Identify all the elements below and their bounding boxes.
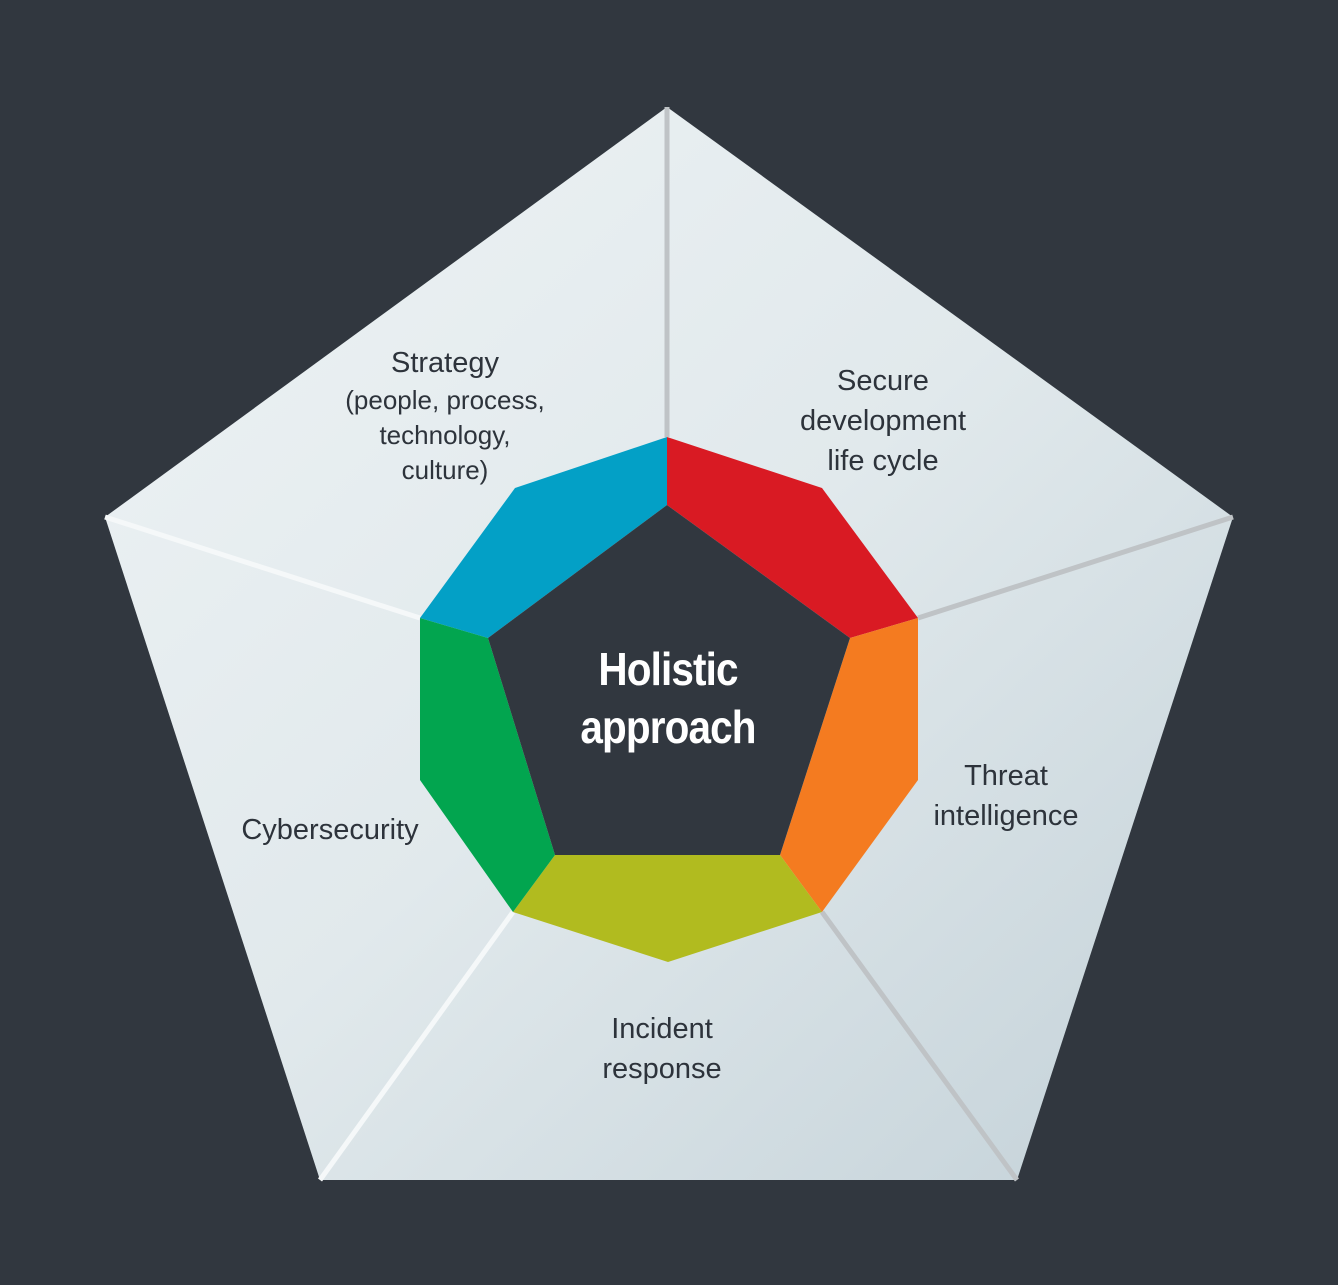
- threat-line-1: Threat: [964, 760, 1048, 792]
- segment-strategy[interactable]: [420, 437, 667, 638]
- inner-pentagon: [488, 505, 850, 855]
- center-line-2: approach: [580, 701, 756, 753]
- divider-lines: [104, 107, 1234, 1182]
- label-cybersecurity: Cybersecurity: [241, 810, 418, 850]
- cyber-line-1: Cybersecurity: [241, 814, 419, 846]
- strategy-sub-1: (people, process,: [345, 385, 545, 415]
- secure-line-1: Secure: [837, 365, 929, 397]
- segment-threat-intelligence[interactable]: [780, 618, 918, 912]
- center-title: Holistic approach: [580, 640, 756, 756]
- threat-line-2: intelligence: [933, 800, 1079, 832]
- strategy-title: Strategy: [390, 347, 499, 379]
- strategy-sub-3: culture): [401, 455, 489, 485]
- label-strategy: Strategy (people, process, technology, c…: [345, 343, 544, 488]
- center-line-1: Holistic: [598, 643, 738, 695]
- segment-secure-development[interactable]: [667, 437, 918, 638]
- segment-incident-response[interactable]: [513, 855, 822, 962]
- strategy-sub-2: technology,: [379, 420, 511, 450]
- label-secure-development: Secure development life cycle: [800, 361, 966, 481]
- incident-line-2: response: [602, 1053, 722, 1085]
- incident-line-1: Incident: [611, 1013, 713, 1045]
- label-threat-intelligence: Threat intelligence: [933, 756, 1078, 836]
- secure-line-3: life cycle: [827, 445, 939, 477]
- secure-line-2: development: [799, 405, 967, 437]
- segment-cybersecurity[interactable]: [420, 618, 555, 912]
- label-incident-response: Incident response: [602, 1009, 721, 1089]
